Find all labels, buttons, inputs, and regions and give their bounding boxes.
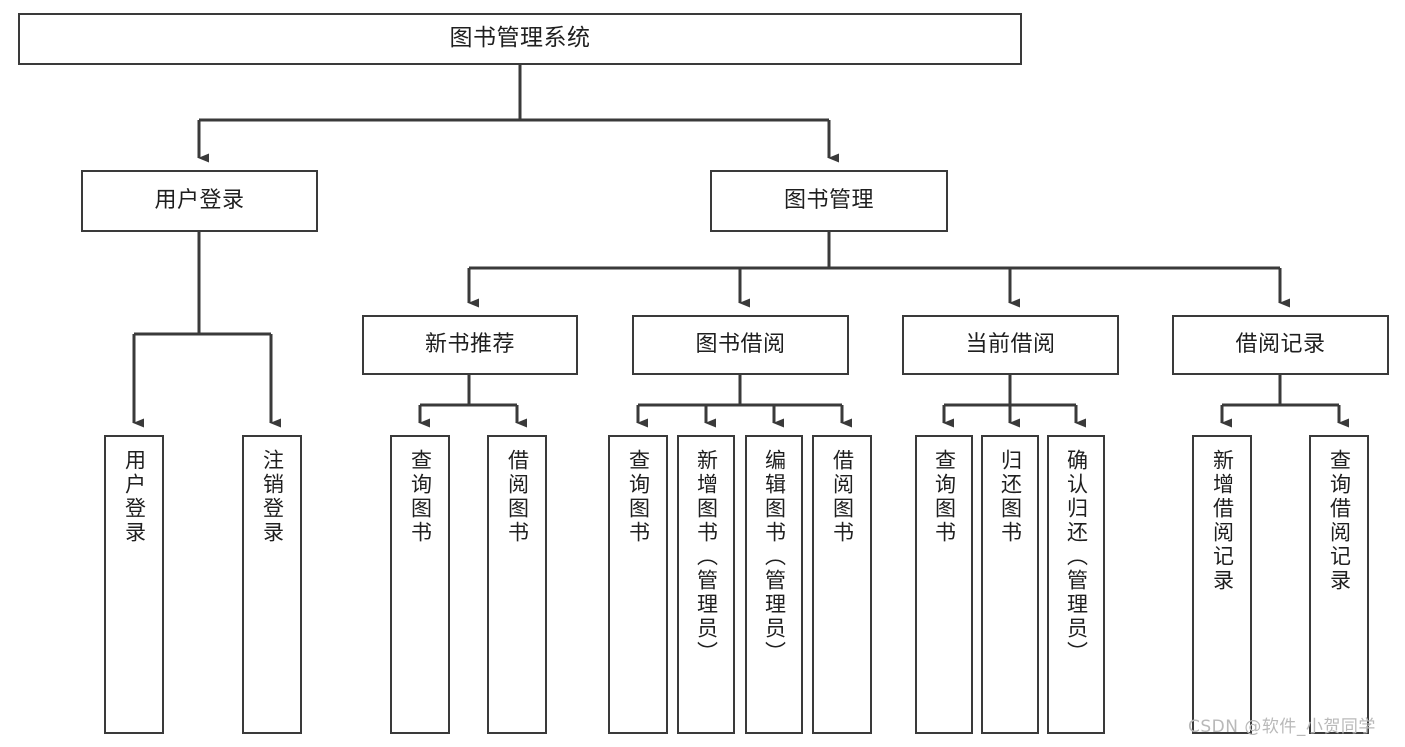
node-label: 新增借阅记录: [1210, 449, 1235, 593]
node-label: 查询图书: [626, 449, 651, 545]
leaf-confirm-return-admin[interactable]: 确认归还（管理员）: [1047, 435, 1105, 734]
node-label: 用户登录: [122, 449, 147, 545]
leaf-query-books-borrow[interactable]: 查询图书: [608, 435, 668, 734]
node-root-book-management-system[interactable]: 图书管理系统: [18, 13, 1022, 65]
node-book-management[interactable]: 图书管理: [710, 170, 948, 232]
node-label: 归还图书: [998, 449, 1023, 545]
leaf-add-book-admin[interactable]: 新增图书（管理员）: [677, 435, 735, 734]
leaf-logout[interactable]: 注销登录: [242, 435, 302, 734]
node-label: 查询图书: [932, 449, 957, 545]
node-label: 用户登录: [154, 188, 245, 214]
node-book-borrowing[interactable]: 图书借阅: [632, 315, 849, 375]
node-label: 注销登录: [260, 449, 285, 545]
node-label: 新增图书（管理员）: [694, 449, 719, 665]
leaf-query-books-newbook[interactable]: 查询图书: [390, 435, 450, 734]
node-label: 确认归还（管理员）: [1064, 449, 1089, 665]
node-borrowing-records[interactable]: 借阅记录: [1172, 315, 1389, 375]
node-user-login[interactable]: 用户登录: [81, 170, 318, 232]
node-label: 借阅记录: [1235, 332, 1326, 358]
leaf-query-borrowing-record[interactable]: 查询借阅记录: [1309, 435, 1369, 734]
watermark-text: CSDN @软件_小贺同学: [1188, 717, 1376, 737]
leaf-borrow-books-newbook[interactable]: 借阅图书: [487, 435, 547, 734]
node-label: 借阅图书: [830, 449, 855, 545]
leaf-user-login[interactable]: 用户登录: [104, 435, 164, 734]
node-label: 新书推荐: [424, 332, 515, 358]
node-label: 图书借阅: [695, 332, 786, 358]
leaf-borrow-books[interactable]: 借阅图书: [812, 435, 872, 734]
node-label: 当前借阅: [965, 332, 1056, 358]
leaf-add-borrowing-record[interactable]: 新增借阅记录: [1192, 435, 1252, 734]
node-label: 编辑图书（管理员）: [762, 449, 787, 665]
leaf-query-books-current[interactable]: 查询图书: [915, 435, 973, 734]
node-label: 查询借阅记录: [1327, 449, 1352, 593]
leaf-return-books[interactable]: 归还图书: [981, 435, 1039, 734]
leaf-edit-book-admin[interactable]: 编辑图书（管理员）: [745, 435, 803, 734]
node-label: 查询图书: [408, 449, 433, 545]
node-current-borrowing[interactable]: 当前借阅: [902, 315, 1119, 375]
node-label: 图书管理系统: [449, 25, 591, 52]
node-label: 图书管理: [783, 188, 874, 214]
node-label: 借阅图书: [505, 449, 530, 545]
node-new-book-recommendation[interactable]: 新书推荐: [362, 315, 578, 375]
